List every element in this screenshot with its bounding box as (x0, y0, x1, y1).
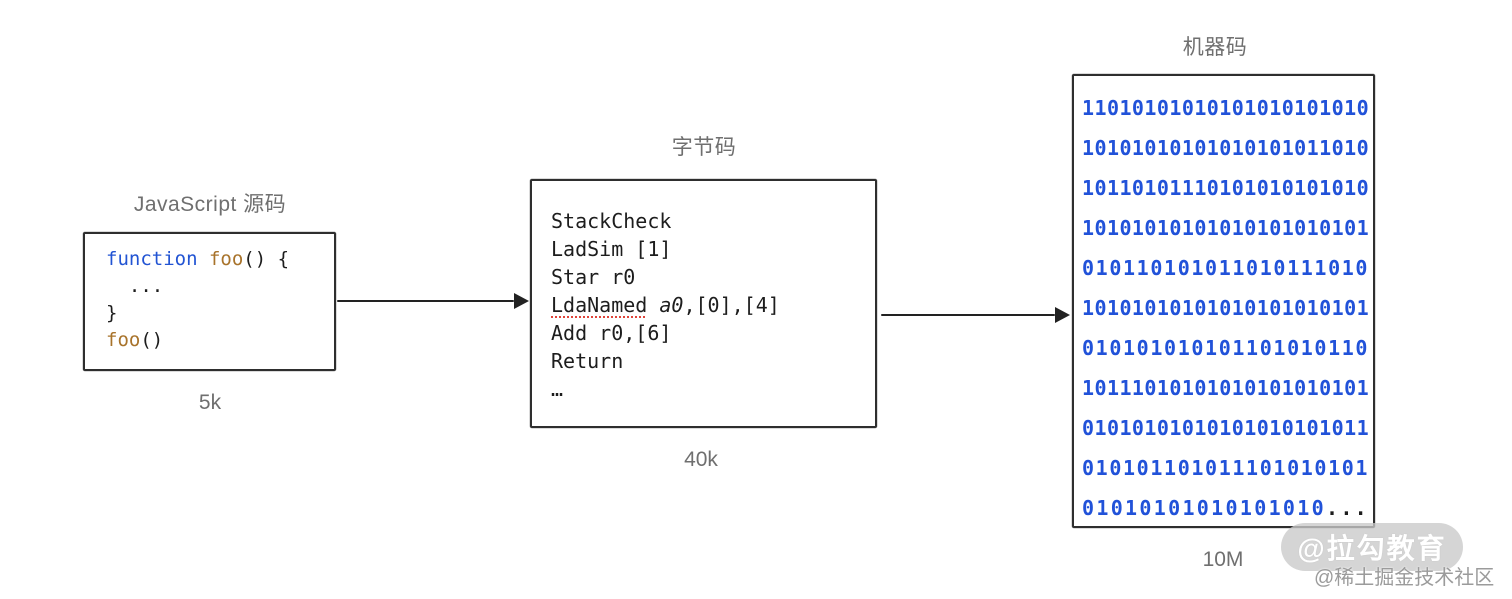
binary-row: 010101010101101010110 (1082, 336, 1370, 360)
bytecode-line-1: StackCheck (551, 209, 672, 233)
bytecode-line-4: LdaNamed a0,[0],[4] (551, 291, 875, 319)
binary-row: 10101010101010101011010 (1082, 136, 1370, 160)
source-title: JavaScript 源码 (133, 193, 287, 216)
binary-row: 010110101011010111010 (1082, 256, 1370, 280)
machine-size-label: 10M (1202, 548, 1244, 571)
bytecode-size-label: 40k (684, 448, 718, 471)
source-line4-rest: () (140, 329, 164, 351)
binary-row: 10111010101010101010101 (1082, 376, 1370, 400)
binary-row-last: 01010101010101010... (1082, 488, 1369, 528)
operand-a0: a0 (647, 293, 684, 317)
arrow-head (1055, 307, 1070, 323)
watermark-badge-text: @拉勾教育 (1297, 533, 1447, 564)
binary-row: 10101010101010101010101 (1082, 216, 1370, 240)
bytecode-line-6: Return (551, 349, 624, 373)
bytecode-title: 字节码 (671, 136, 737, 159)
function-name-foo: foo (197, 248, 244, 270)
arrow-shaft (337, 299, 514, 303)
source-code-box: function foo() { ... } foo() (83, 232, 336, 371)
right-arrow-icon (881, 307, 1070, 323)
source-line1-rest: () { (243, 248, 290, 270)
arrow-head (514, 293, 529, 309)
right-arrow-icon (337, 293, 529, 309)
binary-row: 10110101110101010101010 (1082, 176, 1370, 200)
ellipsis-dots: ... (1325, 496, 1370, 520)
binary-row: 01010101010101010101011 (1082, 416, 1370, 440)
source-size-label: 5k (198, 391, 222, 414)
opcode-ldanamed: LdaNamed (551, 293, 648, 317)
binary-row: 11010101010101010101010 (1082, 96, 1370, 120)
binary-row: 010101101011101010101 (1082, 456, 1370, 480)
source-code-line-4: foo() (106, 327, 334, 354)
binary-digits: 01010101010101010 (1082, 496, 1326, 520)
arrow-shaft (881, 313, 1055, 317)
machine-code-box: 11010101010101010101010 1010101010101010… (1072, 74, 1375, 528)
bytecode-line-7: … (551, 377, 564, 401)
source-code-line-1: function foo() { (106, 246, 334, 273)
bytecode-line4-rest: ,[0],[4] (683, 293, 780, 317)
bytecode-line-2: LadSim [1] (551, 237, 672, 261)
binary-row: 10101010101010101010101 (1082, 296, 1370, 320)
watermark-credit: @稀土掘金技术社区 (1314, 567, 1495, 589)
source-code-line-3: } (106, 302, 118, 324)
bytecode-line-3: Star r0 (551, 265, 636, 289)
source-code-line-2: ... (106, 275, 164, 297)
machine-code-title: 机器码 (1182, 36, 1248, 59)
bytecode-box: StackCheck LadSim [1] Star r0 LdaNamed a… (530, 179, 877, 428)
bytecode-line-5: Add r0,[6] (551, 321, 672, 345)
keyword-function: function (106, 248, 198, 270)
watermark-badge: @拉勾教育 (1281, 523, 1463, 571)
call-foo: foo (106, 329, 141, 351)
